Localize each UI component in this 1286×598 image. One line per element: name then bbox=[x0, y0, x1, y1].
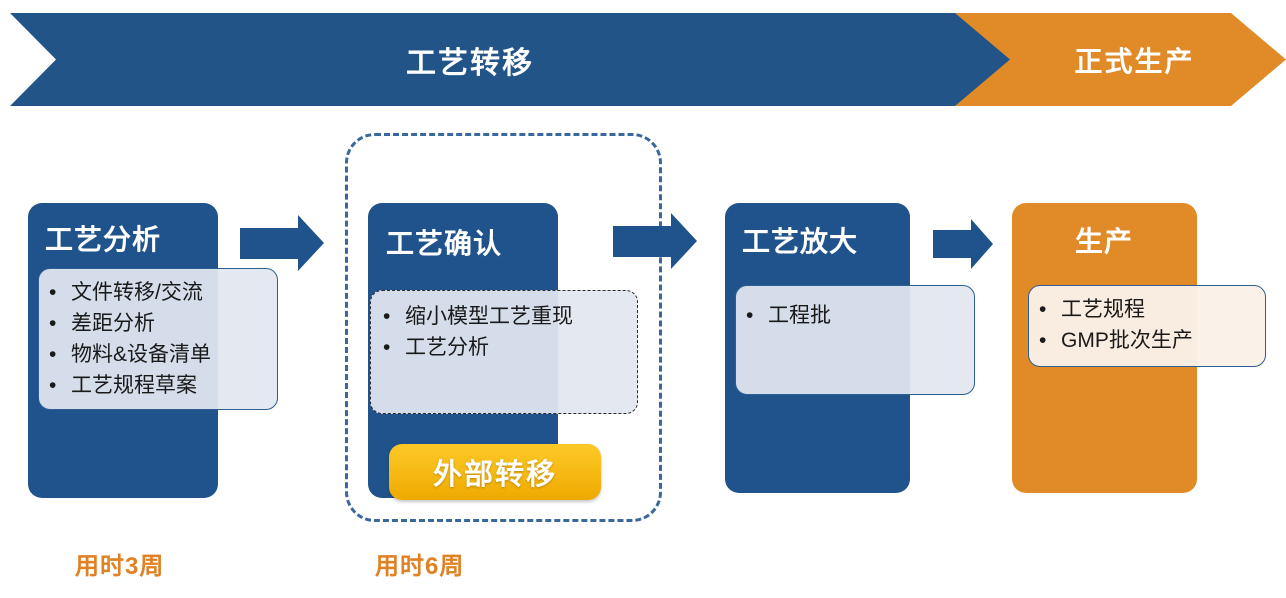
banner-process-transfer: 工艺转移 bbox=[10, 13, 1020, 106]
banner-formal-production-label: 正式生产 bbox=[1074, 45, 1195, 77]
list-item: 工艺规程草案 bbox=[45, 370, 277, 401]
external-transfer-group-frame bbox=[345, 133, 662, 522]
list-item: 工艺规程 bbox=[1035, 294, 1265, 325]
callout-process-scale-up: 工程批 bbox=[735, 285, 975, 395]
stage-title-production: 生产 bbox=[1075, 226, 1134, 257]
callout-process-confirmation: 缩小模型工艺重现 工艺分析 bbox=[370, 290, 638, 414]
list-item: 差距分析 bbox=[45, 308, 277, 339]
duration-label-stage-1: 用时3周 bbox=[75, 553, 165, 580]
badge-external-transfer-label: 外部转移 bbox=[432, 459, 557, 491]
banner-formal-production: 正式生产 bbox=[955, 13, 1286, 106]
list-item: 物料&设备清单 bbox=[45, 339, 277, 370]
callout-production: 工艺规程 GMP批次生产 bbox=[1028, 285, 1266, 367]
stage-title-process-scale-up: 工艺放大 bbox=[742, 226, 859, 257]
list-item: 工艺分析 bbox=[379, 332, 637, 363]
banner-process-transfer-label: 工艺转移 bbox=[406, 46, 534, 80]
badge-external-transfer: 外部转移 bbox=[389, 444, 601, 500]
list-item: 工程批 bbox=[742, 300, 974, 331]
duration-label-stage-2: 用时6周 bbox=[375, 553, 465, 580]
list-item: GMP批次生产 bbox=[1035, 325, 1265, 356]
list-item: 缩小模型工艺重现 bbox=[379, 301, 637, 332]
stage-title-process-confirmation: 工艺确认 bbox=[386, 228, 503, 259]
list-item: 文件转移/交流 bbox=[45, 277, 277, 308]
callout-process-analysis: 文件转移/交流 差距分析 物料&设备清单 工艺规程草案 bbox=[38, 268, 278, 410]
stage-title-process-analysis: 工艺分析 bbox=[45, 224, 162, 255]
